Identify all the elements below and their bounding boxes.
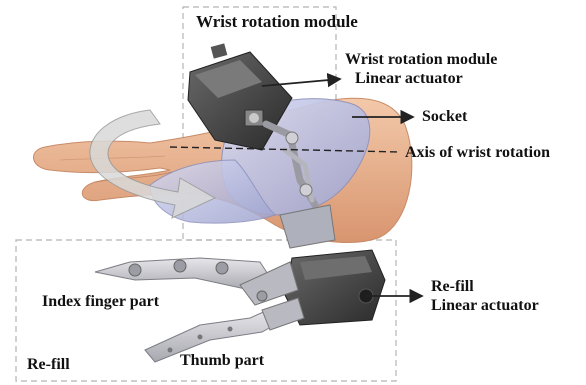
refill-actuator-label: Re-fill Linear actuator	[431, 277, 539, 315]
thumb-part-label: Thumb part	[180, 351, 264, 370]
refill-box-label: Re-fill	[27, 355, 70, 374]
index-finger-part-label: Index finger part	[42, 292, 159, 311]
refill-actuator-line1: Re-fill	[431, 277, 539, 296]
refill-actuator-line2: Linear actuator	[431, 296, 539, 315]
socket-label: Socket	[422, 107, 467, 126]
wrist-rotation-actuator-label: Wrist rotation module Linear actuator	[345, 50, 497, 88]
wrist-rotation-actuator-line2: Linear actuator	[345, 69, 497, 88]
wrist-rotation-module-title: Wrist rotation module	[196, 11, 324, 32]
axis-label: Axis of wrist rotation	[405, 143, 550, 162]
wrist-rotation-actuator-line1: Wrist rotation module	[345, 50, 497, 69]
